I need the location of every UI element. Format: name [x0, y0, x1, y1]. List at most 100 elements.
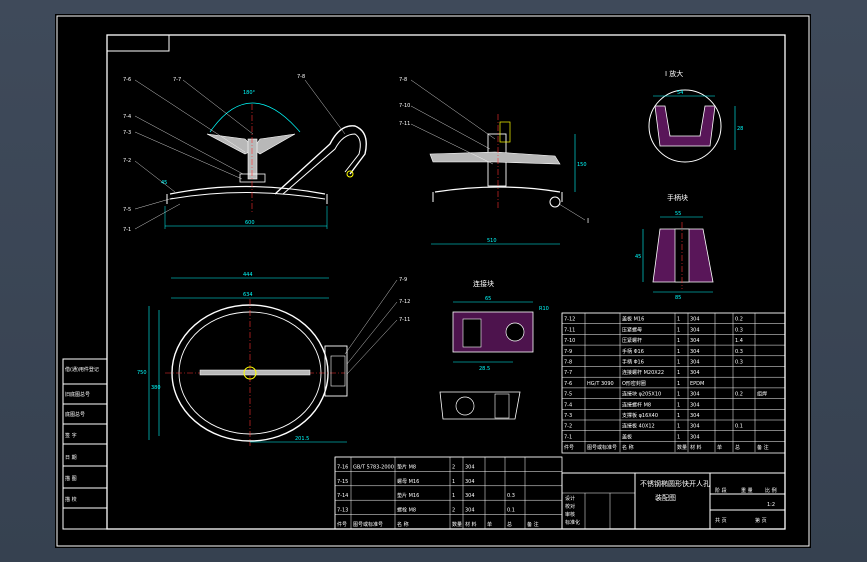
table-cell: 7-16	[337, 464, 348, 470]
table-header-cell: 名 称	[622, 444, 634, 451]
table-cell: 垫片 M8	[397, 463, 416, 470]
table-cell: 304	[465, 508, 475, 514]
table-header-cell: 数量	[677, 444, 687, 451]
table-cell: 304	[690, 317, 700, 323]
corner-code-box	[106, 34, 170, 52]
table-cell: 连接板 40X12	[622, 423, 655, 430]
table-cell: 0.3	[507, 493, 515, 499]
callout[interactable]: 7-5	[123, 207, 131, 213]
callout[interactable]: 7-3	[123, 130, 131, 136]
table-cell: 手柄 Φ16	[622, 359, 644, 366]
callout[interactable]: 7-11	[399, 121, 410, 127]
sign-label: 标准化	[565, 519, 580, 526]
table-header-cell: 单	[717, 444, 722, 451]
handle-block-view[interactable]: 手柄块 55 85 45	[635, 193, 714, 301]
table-cell: 0.1	[507, 508, 515, 514]
callout[interactable]: 7-2	[123, 158, 131, 164]
drawing-name: 不锈钢椭圆形快开人孔	[640, 479, 710, 488]
plan-dim-e: 201.5	[295, 436, 309, 442]
strip-label: 借(通)用件登记	[65, 366, 99, 373]
table-cell: 2	[452, 508, 455, 514]
scale-header: 比 例	[765, 487, 777, 494]
table-cell: 7-8	[564, 360, 572, 366]
table-cell: 304	[690, 327, 700, 333]
table-cell: 连接螺杆 M8	[622, 401, 651, 408]
lug-w: 65	[485, 296, 491, 302]
table-cell: 7-4	[564, 402, 572, 408]
detail-marker[interactable]: I	[587, 217, 589, 225]
sign-label: 审核	[565, 511, 575, 518]
plan-view[interactable]: 444 634 750 380 201.5 7-9 7-12 7-11	[137, 272, 410, 446]
callout[interactable]: 7-11	[399, 317, 410, 323]
table-cell: GB/T 5783-2000	[353, 464, 394, 470]
table-cell: 1	[677, 413, 680, 419]
plan-dim-a: 444	[243, 272, 253, 278]
front-view[interactable]: 600 180° 45 7-6 7-7 7-8 7-4 7-3 7-2 7-5 …	[123, 74, 367, 233]
title-block[interactable]: 不锈钢椭圆形快开人孔 装配图 阶 段 重 量 比 例 1:2 共 页 第 页 设…	[561, 472, 786, 530]
detail-h: 28	[737, 126, 743, 132]
table-header-cell: 件号	[337, 521, 347, 528]
table-cell: 1	[677, 434, 680, 440]
detail-I-view[interactable]: I 放大 54 28	[648, 69, 743, 163]
table-cell: 1.4	[735, 338, 743, 344]
table-header-cell: 数量	[452, 521, 462, 528]
table-cell: 7-14	[337, 493, 348, 499]
callout[interactable]: 7-10	[399, 103, 410, 109]
lug-block-view[interactable]: 连接块 65 28.5 R10	[439, 279, 549, 420]
callout[interactable]: 7-9	[399, 277, 407, 283]
strip-label: 底图总号	[65, 411, 85, 418]
table-cell: 1	[452, 479, 455, 485]
callout[interactable]: 7-7	[173, 77, 181, 83]
callout[interactable]: 7-12	[399, 299, 410, 305]
table-cell: 1	[677, 381, 680, 387]
callout[interactable]: 7-1	[123, 227, 131, 233]
table-cell: 连接块 φ205X10	[622, 391, 661, 398]
drawing-canvas[interactable]: 借(通)用件登记 旧底图总号 底图总号 签 字 日 期 描 图 描 校 600 …	[55, 14, 811, 548]
table-cell: 7-3	[564, 413, 572, 419]
table-cell: 7-13	[337, 508, 348, 514]
drawing-sheet: 借(通)用件登记 旧底图总号 底图总号 签 字 日 期 描 图 描 校 600 …	[55, 14, 811, 548]
table-cell: 压紧螺杆	[622, 337, 642, 344]
table-cell: 7-7	[564, 370, 572, 376]
table-cell: 手柄 Φ16	[622, 348, 644, 355]
table-cell: 304	[690, 349, 700, 355]
scale-header: 重 量	[741, 487, 753, 494]
table-cell: 7-1	[564, 434, 572, 440]
table-cell: 0.3	[735, 349, 743, 355]
front-width-dim: 600	[245, 220, 255, 226]
callout[interactable]: 7-4	[123, 114, 131, 120]
callout[interactable]: 7-8	[399, 77, 407, 83]
table-cell: 7-9	[564, 349, 572, 355]
table-cell: 304	[465, 464, 475, 470]
callout[interactable]: 7-8	[297, 74, 305, 80]
table-cell: 螺母 M16	[397, 478, 419, 485]
table-header-cell: 件号	[564, 444, 574, 451]
table-header-cell: 材 料	[465, 521, 477, 528]
left-signature-strip: 借(通)用件登记 旧底图总号 底图总号 签 字 日 期 描 图 描 校	[62, 358, 108, 530]
table-cell: 1	[677, 349, 680, 355]
strip-label: 日 期	[65, 455, 77, 461]
table-cell: 0.3	[735, 327, 743, 333]
side-width-dim: 510	[487, 238, 497, 244]
scale-value: 1:2	[767, 502, 775, 508]
table-cell: 连接螺杆 M20X22	[622, 369, 664, 376]
table-cell: 7-15	[337, 479, 348, 485]
outer-border	[56, 15, 810, 547]
callout[interactable]: 7-6	[123, 77, 131, 83]
table-cell: 304	[690, 424, 700, 430]
table-cell: 7-2	[564, 424, 572, 430]
sheet-number: 第 页	[755, 517, 767, 524]
table-cell: HG/T 3090	[587, 381, 614, 387]
table-cell: 1	[452, 493, 455, 499]
side-view[interactable]: 510 150 7-8 7-10 7-11 I	[399, 77, 589, 245]
table-cell: 组焊	[757, 391, 767, 398]
table-cell: 1	[677, 392, 680, 398]
plan-dim-c: 750	[137, 370, 147, 376]
table-cell: 盖板 M16	[622, 316, 644, 323]
table-cell: 2	[452, 464, 455, 470]
front-height-dim: 45	[161, 180, 167, 186]
table-cell: 盖板	[622, 433, 632, 440]
table-cell: 0.2	[735, 392, 743, 398]
